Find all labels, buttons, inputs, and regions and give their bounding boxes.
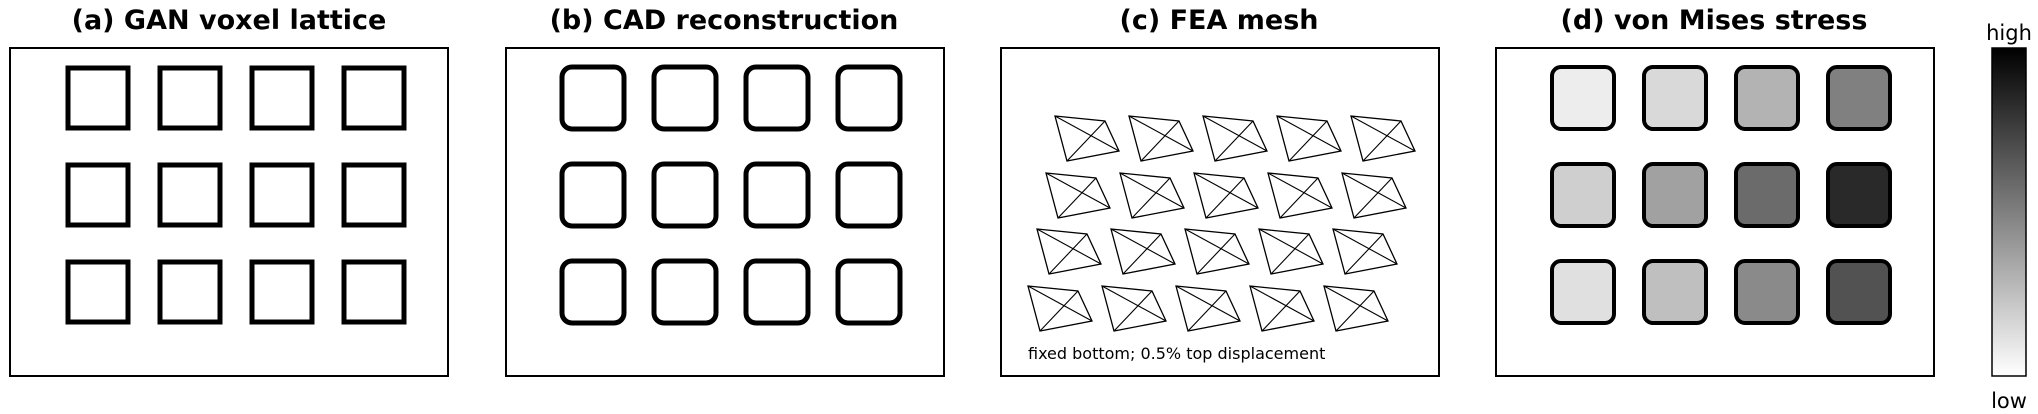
panel-c-mesh bbox=[1027, 115, 1416, 332]
voxel-cell bbox=[249, 65, 315, 131]
voxel-cell bbox=[65, 65, 131, 131]
cad-cell bbox=[651, 258, 719, 326]
mesh-element bbox=[1276, 115, 1342, 162]
mesh-element bbox=[1323, 285, 1389, 332]
mesh-element bbox=[1027, 285, 1093, 332]
mesh-element bbox=[1045, 172, 1111, 219]
mesh-element bbox=[1267, 172, 1333, 219]
panel-c-frame bbox=[1000, 47, 1440, 377]
panel-d-title: (d) von Mises stress bbox=[1561, 5, 1868, 36]
stress-cell bbox=[1550, 162, 1616, 228]
voxel-cell bbox=[341, 65, 407, 131]
colorbar bbox=[1991, 47, 2027, 377]
cad-cell bbox=[835, 64, 903, 132]
mesh-element bbox=[1249, 285, 1315, 332]
cad-cell bbox=[651, 64, 719, 132]
panel-c-title: (c) FEA mesh bbox=[1119, 5, 1318, 36]
colorbar-low-label: low bbox=[1991, 389, 2027, 413]
voxel-cell bbox=[249, 162, 315, 228]
colorbar-high-label: high bbox=[1986, 21, 2032, 45]
panel-d-stress-cells bbox=[1550, 65, 1892, 325]
panel-b-frame bbox=[505, 47, 945, 377]
cad-cell bbox=[835, 258, 903, 326]
panel-b-cad-cells bbox=[559, 64, 903, 326]
stress-cell bbox=[1826, 162, 1892, 228]
voxel-cell bbox=[249, 259, 315, 325]
mesh-element bbox=[1202, 115, 1268, 162]
cad-cell bbox=[835, 161, 903, 229]
stress-cell bbox=[1826, 259, 1892, 325]
voxel-cell bbox=[341, 162, 407, 228]
stress-cell bbox=[1734, 259, 1800, 325]
mesh-element bbox=[1341, 172, 1407, 219]
cad-cell bbox=[559, 258, 627, 326]
cad-cell bbox=[651, 161, 719, 229]
mesh-element bbox=[1175, 285, 1241, 332]
mesh-element bbox=[1119, 172, 1185, 219]
stress-cell bbox=[1826, 65, 1892, 131]
panel-c-boundary-note: fixed bottom; 0.5% top displacement bbox=[1028, 344, 1325, 363]
mesh-element bbox=[1128, 115, 1194, 162]
mesh-element bbox=[1184, 228, 1250, 275]
panel-a-title: (a) GAN voxel lattice bbox=[72, 5, 387, 36]
stress-cell bbox=[1642, 259, 1708, 325]
panel-d-frame bbox=[1495, 47, 1935, 377]
stress-cell bbox=[1550, 65, 1616, 131]
panel-a-lattice bbox=[65, 65, 407, 325]
voxel-cell bbox=[65, 162, 131, 228]
cad-cell bbox=[743, 258, 811, 326]
voxel-cell bbox=[157, 162, 223, 228]
stress-cell bbox=[1734, 65, 1800, 131]
mesh-element bbox=[1332, 228, 1398, 275]
voxel-cell bbox=[157, 65, 223, 131]
voxel-cell bbox=[341, 259, 407, 325]
panel-b-title: (b) CAD reconstruction bbox=[550, 5, 899, 36]
stress-cell bbox=[1642, 162, 1708, 228]
voxel-cell bbox=[65, 259, 131, 325]
mesh-element bbox=[1258, 228, 1324, 275]
mesh-element bbox=[1110, 228, 1176, 275]
mesh-element bbox=[1054, 115, 1120, 162]
cad-cell bbox=[743, 64, 811, 132]
cad-cell bbox=[559, 64, 627, 132]
stress-cell bbox=[1642, 65, 1708, 131]
cad-cell bbox=[559, 161, 627, 229]
stress-cell bbox=[1550, 259, 1616, 325]
mesh-element bbox=[1036, 228, 1102, 275]
cad-cell bbox=[743, 161, 811, 229]
panel-a-frame bbox=[9, 47, 449, 377]
mesh-element bbox=[1350, 115, 1416, 162]
stress-cell bbox=[1734, 162, 1800, 228]
mesh-element bbox=[1193, 172, 1259, 219]
mesh-element bbox=[1101, 285, 1167, 332]
voxel-cell bbox=[157, 259, 223, 325]
